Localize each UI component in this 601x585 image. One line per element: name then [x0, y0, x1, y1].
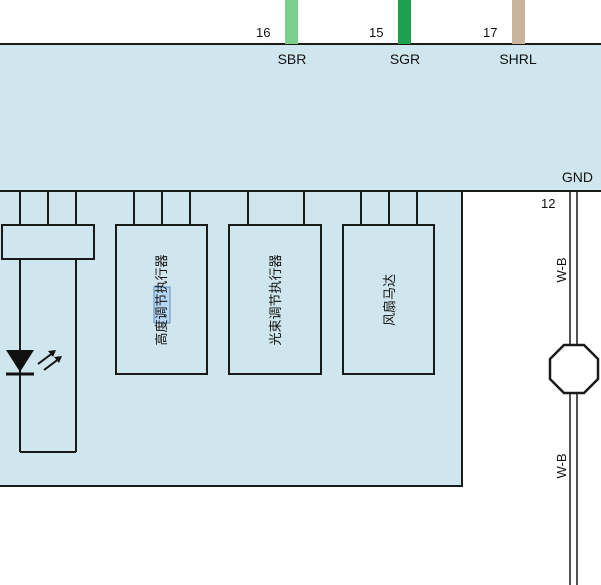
wire-shrl [512, 0, 525, 44]
wire-sgr [398, 0, 411, 44]
wire-sbr [285, 0, 298, 44]
actuator-1-box [115, 224, 208, 375]
actuator-1-label: 高度调节执行器 [154, 254, 170, 345]
signal-label-shrl: SHRL [499, 51, 537, 67]
splice-connector-icon [548, 343, 600, 395]
led-icon [6, 350, 62, 376]
signal-label-sgr: SGR [390, 51, 420, 67]
module-lower-section [0, 190, 463, 487]
actuator-1-leads [133, 191, 191, 225]
wire-code-bottom: W-B [554, 453, 569, 478]
actuator-2-box [228, 224, 322, 375]
pin-number-sbr: 16 [256, 25, 270, 40]
signal-label-sbr: SBR [278, 51, 307, 67]
actuator-2-leads [247, 191, 305, 225]
pin-number-sgr: 15 [369, 25, 383, 40]
pin-number-shrl: 17 [483, 25, 497, 40]
wire-code-top: W-B [554, 257, 569, 282]
ground-label: GND [562, 169, 593, 185]
actuator-3-leads [360, 191, 418, 225]
module-upper-band [0, 43, 601, 192]
actuator-2-label: 光束调节执行器 [269, 254, 284, 345]
actuator-3-label: 风扇马达 [382, 274, 398, 326]
ground-wire [569, 191, 578, 585]
ground-pin-number: 12 [541, 196, 555, 211]
label-highlight [153, 286, 171, 324]
actuator-3-box [342, 224, 435, 375]
